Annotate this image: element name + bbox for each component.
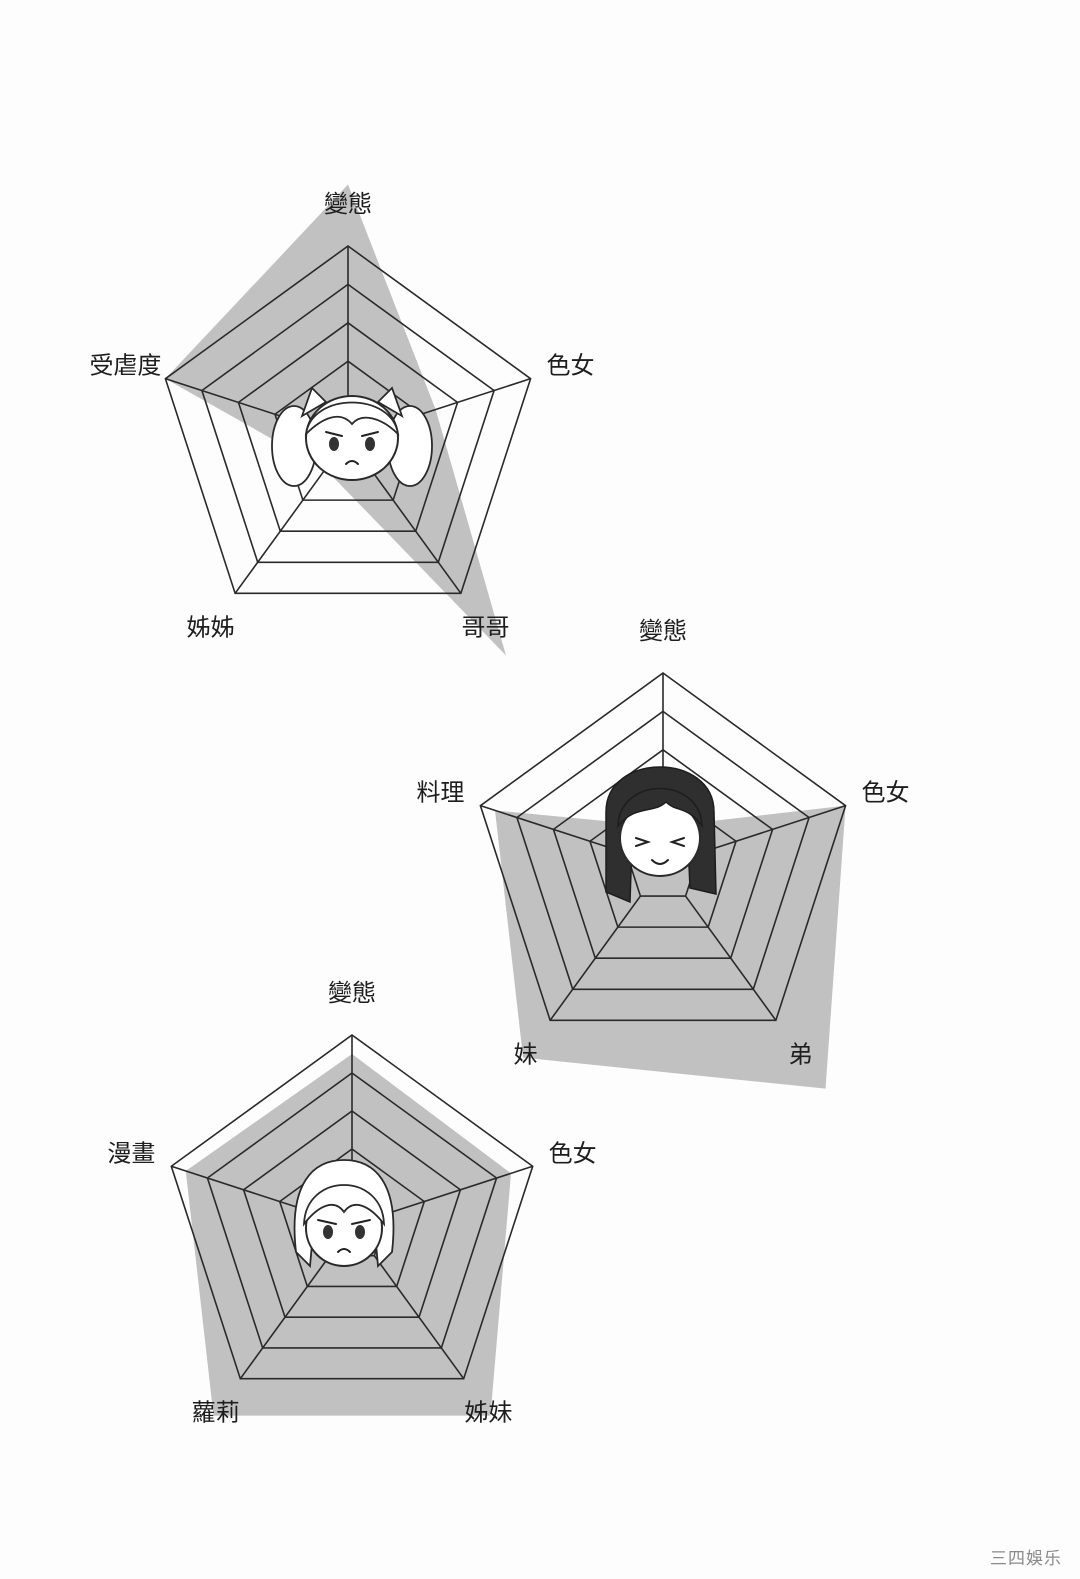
grid-ring (552, 748, 774, 959)
long-dark-hair-girl-face-icon (605, 766, 717, 904)
grid-ring (589, 787, 737, 928)
axis-spoke (480, 804, 627, 854)
axis-label: 色女 (547, 352, 595, 380)
grid-ring (278, 1148, 426, 1288)
grid-ring (164, 245, 532, 595)
axis-spoke (369, 468, 462, 594)
axis-spoke (549, 895, 642, 1021)
axis-label: 弟 (789, 1040, 813, 1068)
grid-ring (237, 321, 459, 532)
grid-ring (479, 672, 847, 1022)
axis-label: 漫畫 (107, 1139, 155, 1167)
axis-label: 色女 (549, 1139, 597, 1167)
twin-tail-girl-face-icon (271, 386, 433, 487)
grid-ring (515, 710, 811, 991)
axis-label: 變態 (328, 979, 376, 1007)
axis-spoke (239, 1255, 331, 1380)
axis-spoke (373, 1255, 465, 1380)
axis-label: 色女 (862, 779, 910, 807)
watermark: 三四娛乐 (990, 1549, 1062, 1569)
axis-label: 姊妹 (464, 1399, 512, 1427)
axis-label: 料理 (416, 779, 464, 807)
axis-label: 變態 (639, 617, 687, 645)
axis-label: 變態 (324, 190, 372, 218)
axis-label: 妹 (513, 1040, 537, 1068)
axis-label: 受虐度 (89, 352, 161, 380)
grid-ring (242, 1110, 462, 1319)
grid-ring (206, 1072, 498, 1349)
axis-spoke (234, 468, 327, 594)
axis-label: 蘿莉 (192, 1399, 240, 1427)
axis-spoke (684, 895, 777, 1021)
axis-spoke (699, 804, 846, 854)
axis-spoke (171, 1165, 317, 1215)
axis-spoke (387, 1165, 533, 1215)
axis-label: 哥哥 (462, 613, 510, 641)
grid-ring (170, 1034, 534, 1380)
bob-hair-girl-face-icon (293, 1159, 395, 1268)
axis-label: 姊姊 (186, 613, 234, 641)
grid-ring (200, 283, 496, 564)
